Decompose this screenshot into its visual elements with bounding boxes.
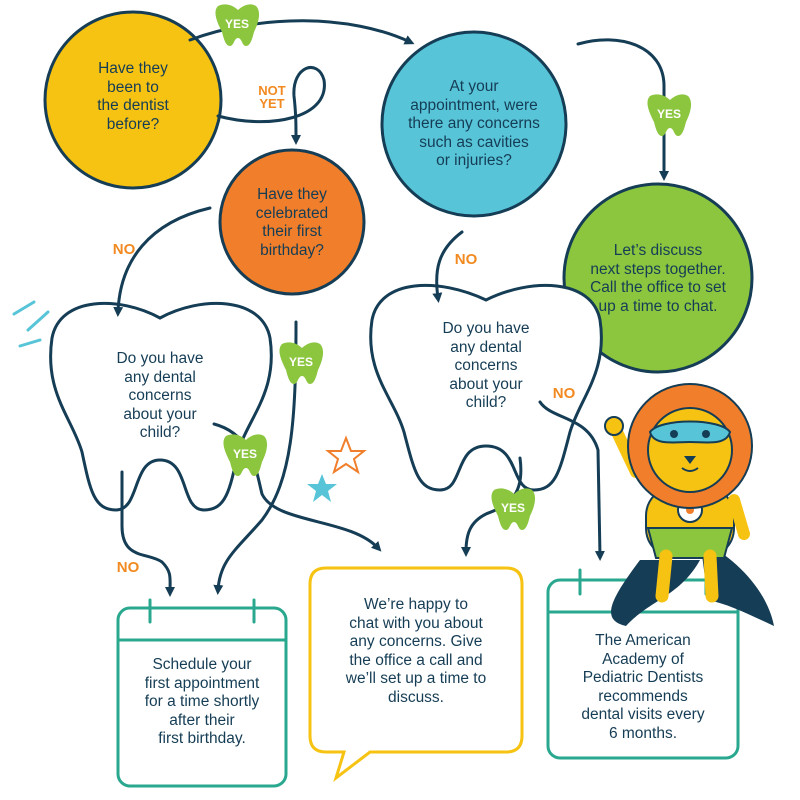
arrow-yes-to-schedule (213, 320, 298, 595)
node-discuss-next-steps-text: Let’s discuss next steps together. Call … (590, 242, 726, 315)
edge-label-not-yet: NOT YET (258, 83, 286, 111)
star-filled-icon (307, 474, 337, 502)
circle-first-birthday (218, 148, 366, 296)
tooth-yes-right-icon (647, 94, 692, 136)
arrow-middle-yes-to-chat (461, 456, 523, 557)
calendar-box-schedule (116, 598, 288, 788)
node-dentist-before-text: Have they been to the dentist before? (97, 60, 169, 133)
arrow-yes-to-next-steps (576, 38, 669, 181)
arrow-not-yet-to-birthday (216, 66, 326, 145)
edge-label-no-bottom-left: NO (116, 559, 140, 576)
tooth-yes-left-icon (223, 434, 268, 476)
arrow-middle-no-to-aapd (538, 400, 605, 561)
edge-label-yes-right: YES (656, 107, 681, 121)
tooth-yes-center-icon (279, 342, 324, 384)
burst-decoration (12, 300, 50, 348)
tooth-outline-middle (369, 284, 603, 492)
tooth-outline-left (49, 302, 273, 512)
edge-label-no-middle: NO (454, 251, 478, 268)
arrow-no-to-dental-middle (432, 230, 464, 303)
edge-label-yes-top: YES (224, 17, 249, 31)
edge-label-yes-bottom-mid: YES (500, 501, 525, 515)
arrow-yes-to-concerns (188, 19, 415, 45)
node-first-birthday-text: Have they celebrated their first birthda… (255, 186, 329, 259)
arrow-left-no-to-schedule (120, 470, 176, 597)
circle-concerns-appointment (380, 30, 568, 218)
tooth-yes-middle-icon (491, 488, 536, 530)
node-aapd-recommends-text: The American Academy of Pediatric Dentis… (581, 632, 705, 742)
node-happy-to-chat-text: We’re happy to chat with you about any c… (345, 596, 487, 706)
circle-dentist-before (43, 10, 223, 190)
edge-label-yes-left-tooth: YES (232, 447, 257, 461)
edge-label-no-left: NO (112, 241, 136, 258)
node-dental-concerns-middle-text: Do you have any dental concerns about yo… (442, 320, 530, 412)
edge-label-yes-center: YES (288, 355, 313, 369)
green-teeth-icons (215, 4, 692, 530)
edge-label-no-right: NO (552, 385, 576, 402)
node-concerns-appointment-text: At your appointment, were there any conc… (408, 78, 540, 170)
tooth-yes-top-icon (215, 4, 260, 46)
speech-bubble-happy-to-chat (308, 566, 524, 783)
arrow-no-to-dental-left (113, 206, 212, 317)
node-schedule-first-appointment-text: Schedule your first appointment for a ti… (144, 656, 260, 748)
lion-mascot-illustration (604, 383, 774, 626)
circle-discuss-next-steps (562, 182, 754, 374)
node-dental-concerns-left-text: Do you have any dental concerns about yo… (116, 350, 204, 442)
star-outline-icon (325, 435, 367, 475)
